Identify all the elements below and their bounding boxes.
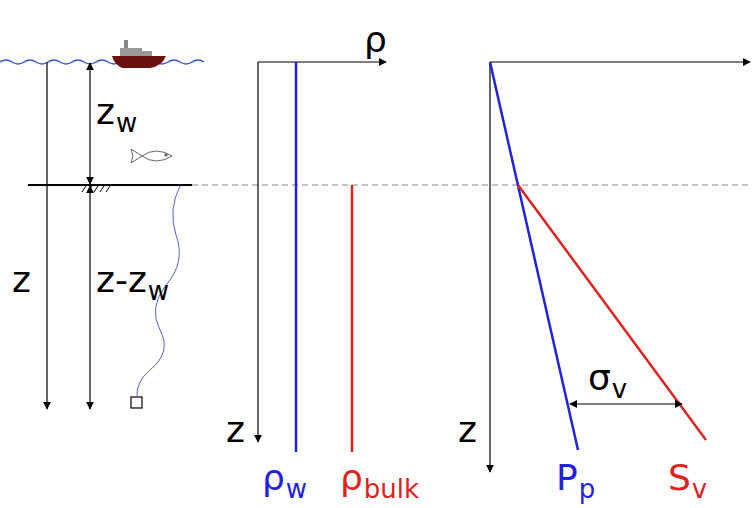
depth-symbol: z	[12, 262, 31, 298]
subscript: v	[612, 376, 627, 402]
overburden-line	[518, 185, 706, 440]
water-depth-arrow	[89, 63, 90, 184]
axis-label: ρ	[364, 22, 387, 58]
stress-label: σ	[588, 360, 611, 396]
water-surface	[0, 60, 204, 64]
subscript: v	[692, 476, 707, 502]
curve-label: ρ	[340, 460, 363, 496]
depth-symbol: z	[96, 94, 115, 130]
fish	[131, 149, 172, 163]
effective-stress-arrow	[570, 403, 682, 404]
subscript: w	[116, 110, 137, 136]
pore-pressure-line	[490, 62, 578, 450]
point-marker	[131, 397, 142, 408]
subscript: w	[286, 476, 307, 502]
subscript: bulk	[364, 476, 419, 502]
curve-label: P	[556, 460, 578, 496]
seabed	[28, 184, 192, 186]
ship	[112, 40, 166, 68]
curve-label: S	[668, 460, 691, 496]
seabed-dashed	[192, 185, 752, 186]
bulk-density-line	[351, 185, 354, 452]
curve-label: ρ	[262, 460, 285, 496]
density-axis	[258, 61, 386, 62]
pressure-axis	[490, 61, 750, 62]
depth-axis	[257, 62, 258, 442]
axis-label: z	[226, 412, 245, 448]
axis-label: z	[458, 412, 477, 448]
sediment-depth-arrow	[89, 186, 90, 409]
water-density-line	[295, 62, 298, 452]
subscript: w	[148, 278, 169, 304]
depth-axis	[489, 62, 490, 472]
depth-symbol: z-z	[96, 262, 147, 298]
subscript: p	[579, 476, 596, 502]
depth-arrow	[46, 62, 47, 409]
seabed-hatch	[82, 186, 110, 192]
